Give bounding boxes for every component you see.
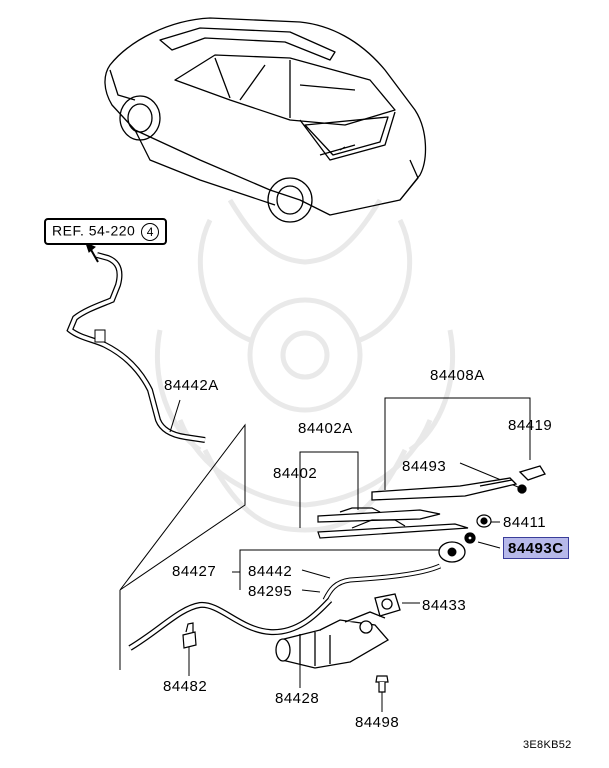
part-label-84402[interactable]: 84402 [273,465,318,482]
part-label-84419[interactable]: 84419 [508,417,553,434]
nut-parts [464,514,492,544]
part-label-84427[interactable]: 84427 [172,563,217,580]
wiper-blades [317,507,469,539]
reference-callout[interactable]: REF. 54-220 4 [44,218,168,245]
reference-text: REF. 54-220 [52,222,136,239]
part-label-84442A[interactable]: 84442A [164,377,219,394]
leader-lines [66,242,531,712]
part-label-84428[interactable]: 84428 [275,690,320,707]
part-label-84482[interactable]: 84482 [163,678,208,695]
bolt-part [375,675,389,693]
part-label-84295[interactable]: 84295 [248,583,293,600]
clip-part [182,622,197,649]
wiper-motor [275,611,390,669]
part-label-84433[interactable]: 84433 [422,597,467,614]
part-label-84498[interactable]: 84498 [355,714,400,731]
car-illustration [104,17,427,223]
part-label-84411[interactable]: 84411 [503,514,547,531]
part-label-84408A[interactable]: 84408A [430,367,485,384]
part-label-84402A[interactable]: 84402A [298,420,353,437]
grommet-part [374,593,401,617]
part-label-84442[interactable]: 84442 [248,563,293,580]
watermark-logo [154,198,456,533]
part-label-84493C-highlighted[interactable]: 84493C [503,537,569,559]
figure-code: 3E8KB52 [523,739,572,751]
wiper-arm [371,465,546,501]
hose-assembly [128,541,466,651]
reference-circle-number: 4 [141,223,160,241]
part-label-84493[interactable]: 84493 [402,458,447,475]
